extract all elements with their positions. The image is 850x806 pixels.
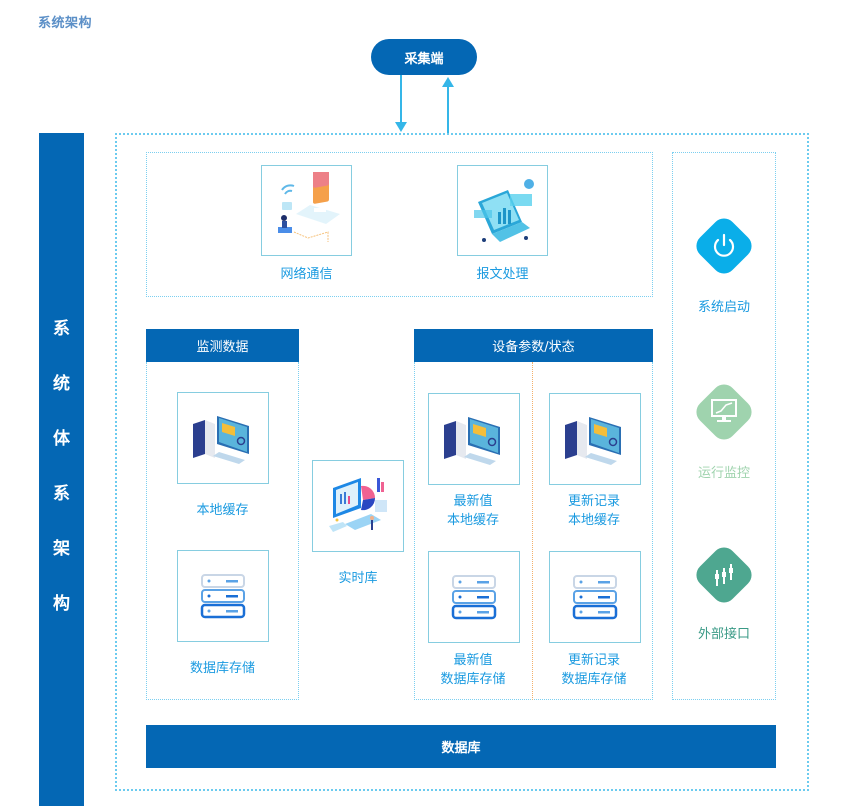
device-section-title: 设备参数/状态 (492, 340, 575, 355)
realtime-dashboard-illustration (329, 478, 387, 532)
system-start-button[interactable] (691, 213, 757, 279)
communication-panel (146, 152, 653, 297)
page-title: 系统架构 (38, 16, 93, 31)
monitor-chart-icon (711, 399, 737, 422)
sidebar-char: 统 (53, 374, 70, 394)
update-record-db-label: 更新记录 数据库存储 (535, 651, 653, 689)
external-interface-button[interactable] (691, 542, 757, 608)
sidebar-char: 构 (53, 594, 70, 614)
label-line-2: 数据库存储 (561, 672, 627, 687)
label-line-2: 数据库存储 (440, 672, 506, 687)
arrow-up-icon (442, 77, 454, 87)
sidebar-char: 体 (53, 429, 70, 449)
label-line-1: 更新记录 (567, 494, 620, 509)
latest-value-db-label: 最新值 数据库存储 (414, 651, 532, 689)
server-stack-icon (572, 575, 618, 620)
label-line-2: 本地缓存 (567, 513, 620, 528)
monitor-section-header: 监测数据 (146, 329, 299, 362)
computer-icon (193, 416, 249, 464)
arrow-up-line (447, 86, 449, 133)
sidebar-char: 系 (53, 484, 70, 504)
arrow-down-line (400, 75, 402, 125)
collector-node[interactable]: 采集端 (371, 39, 477, 75)
database-bar[interactable]: 数据库 (146, 725, 776, 768)
message-processing-illustration (473, 178, 534, 242)
network-communication-illustration (277, 171, 340, 242)
database-label: 数据库 (441, 741, 481, 756)
section-divider (532, 362, 533, 700)
label-line-2: 本地缓存 (446, 513, 499, 528)
device-section-header: 设备参数/状态 (414, 329, 653, 362)
monitor-db-storage-tile[interactable] (177, 550, 269, 642)
realtime-db-label: 实时库 (338, 571, 378, 586)
label-line-1: 最新值 (453, 653, 493, 668)
monitor-section-title: 监测数据 (196, 340, 249, 355)
system-start-label: 系统启动 (697, 300, 750, 315)
monitor-local-cache-tile[interactable] (177, 392, 269, 484)
collector-label: 采集端 (404, 51, 444, 67)
monitor-db-storage-label: 数据库存储 (189, 661, 255, 676)
power-icon (713, 233, 735, 257)
monitor-section-frame (146, 362, 299, 700)
runtime-monitor-label: 运行监控 (697, 466, 750, 481)
control-panel (672, 152, 776, 700)
update-record-cache-label: 更新记录 本地缓存 (535, 492, 653, 530)
update-record-db-tile[interactable] (549, 551, 641, 643)
sidebar-char: 系 (53, 319, 70, 339)
system-frame (115, 133, 809, 791)
realtime-db-tile[interactable] (312, 460, 404, 552)
update-record-cache-tile[interactable] (549, 393, 641, 485)
system-architecture-sidebar: 系 统 体 系 架 构 (39, 133, 84, 806)
label-line-1: 最新值 (453, 494, 493, 509)
network-communication-tile[interactable] (261, 165, 352, 256)
label-line-1: 更新记录 (567, 653, 620, 668)
latest-value-db-tile[interactable] (428, 551, 520, 643)
sidebar-char: 架 (53, 539, 70, 559)
arrow-down-icon (395, 122, 407, 132)
server-stack-icon (200, 574, 246, 619)
server-stack-icon (451, 575, 497, 620)
latest-value-cache-label: 最新值 本地缓存 (414, 492, 532, 530)
monitor-local-cache-label: 本地缓存 (196, 503, 249, 518)
message-processing-label: 报文处理 (476, 267, 529, 282)
device-section-frame (414, 362, 653, 700)
latest-value-cache-tile[interactable] (428, 393, 520, 485)
computer-icon (565, 417, 621, 465)
message-processing-tile[interactable] (457, 165, 548, 256)
network-communication-label: 网络通信 (280, 267, 333, 282)
sliders-icon (715, 564, 733, 586)
runtime-monitor-button[interactable] (691, 379, 757, 445)
computer-icon (444, 417, 500, 465)
external-interface-label: 外部接口 (697, 627, 750, 642)
